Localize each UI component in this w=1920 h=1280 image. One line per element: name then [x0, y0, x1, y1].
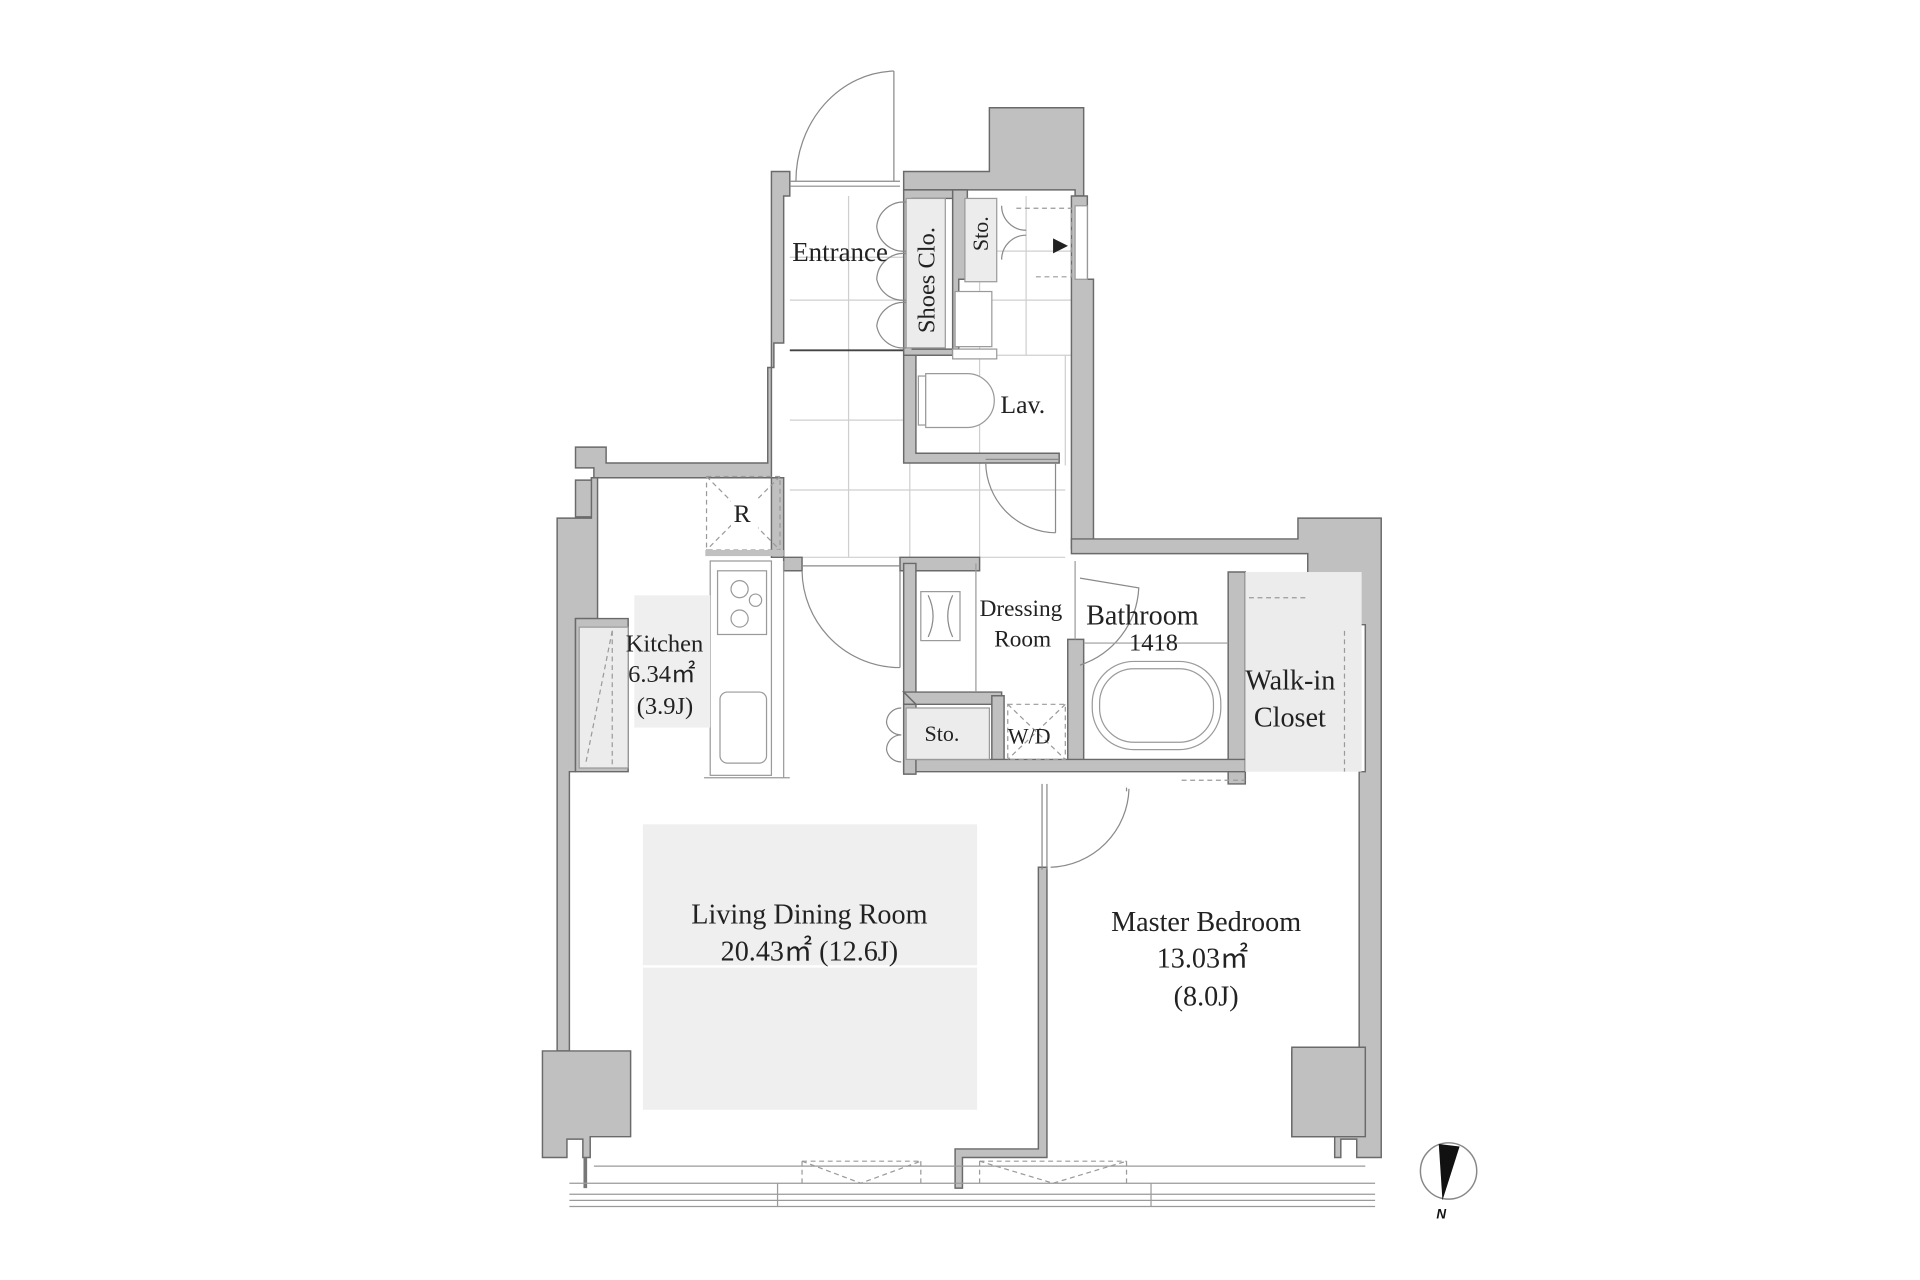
dressing-room-label-1: Dressing	[980, 596, 1063, 622]
lavatory-label: Lav.	[1000, 390, 1045, 419]
entrance-label: Entrance	[792, 237, 888, 267]
lavatory-door	[985, 458, 1060, 534]
storage-top	[964, 197, 998, 283]
walk-in-closet-label-1: Walk-in	[1245, 666, 1335, 697]
wash-basin	[954, 290, 993, 348]
bathroom-door	[1079, 577, 1140, 666]
shoes-closet	[905, 197, 946, 349]
vanity-sink	[920, 591, 961, 642]
bathroom-size-code: 1418	[1129, 629, 1178, 656]
pantry	[578, 626, 629, 769]
meter-box-marker: ▶	[1053, 235, 1068, 256]
washer-dryer	[1007, 703, 1066, 761]
master-bedroom-area: 13.03㎡	[1157, 943, 1249, 975]
kitchen-floor-highlight	[634, 595, 711, 728]
bathtub	[1091, 660, 1222, 751]
washer-dryer-label: W/D	[1008, 723, 1051, 748]
window-and-balcony	[569, 1160, 1376, 1208]
walk-in-closet-label-2: Closet	[1254, 702, 1326, 733]
shoes-closet-label: Shoes Clo.	[913, 227, 940, 333]
storage-top-label: Sto.	[968, 216, 993, 251]
kitchen-tatami: (3.9J)	[637, 693, 693, 720]
living-dining-area: 20.43㎡ (12.6J)	[721, 935, 899, 967]
walk-in-closet	[1245, 572, 1362, 772]
living-dining-label: Living Dining Room	[691, 900, 927, 931]
dressing-room-label-2: Room	[994, 627, 1051, 653]
hall-to-living-door	[801, 565, 901, 669]
wash-basin-counter	[952, 348, 998, 360]
refrigerator-label: R	[733, 499, 751, 528]
meter-box-doors	[1001, 205, 1073, 278]
storage-mid-label: Sto.	[924, 721, 959, 746]
side-window	[1074, 205, 1088, 280]
storage-mid-doors	[885, 707, 902, 763]
kitchen-label: Kitchen	[626, 631, 704, 658]
shoes-closet-doors	[876, 201, 907, 349]
kitchen-sink	[719, 691, 768, 764]
front-door	[789, 70, 900, 187]
storage-mid	[905, 707, 990, 761]
north-compass-icon	[1419, 1142, 1478, 1201]
bathroom-label: Bathroom	[1086, 601, 1199, 632]
master-bedroom-label: Master Bedroom	[1111, 907, 1301, 938]
bedroom-door	[1041, 783, 1130, 870]
toilet	[917, 372, 995, 429]
compass-north-label: N	[1436, 1207, 1446, 1222]
cooktop	[716, 570, 768, 636]
master-bedroom-tatami: (8.0J)	[1174, 982, 1239, 1013]
kitchen-area: 6.34㎡	[628, 660, 695, 688]
